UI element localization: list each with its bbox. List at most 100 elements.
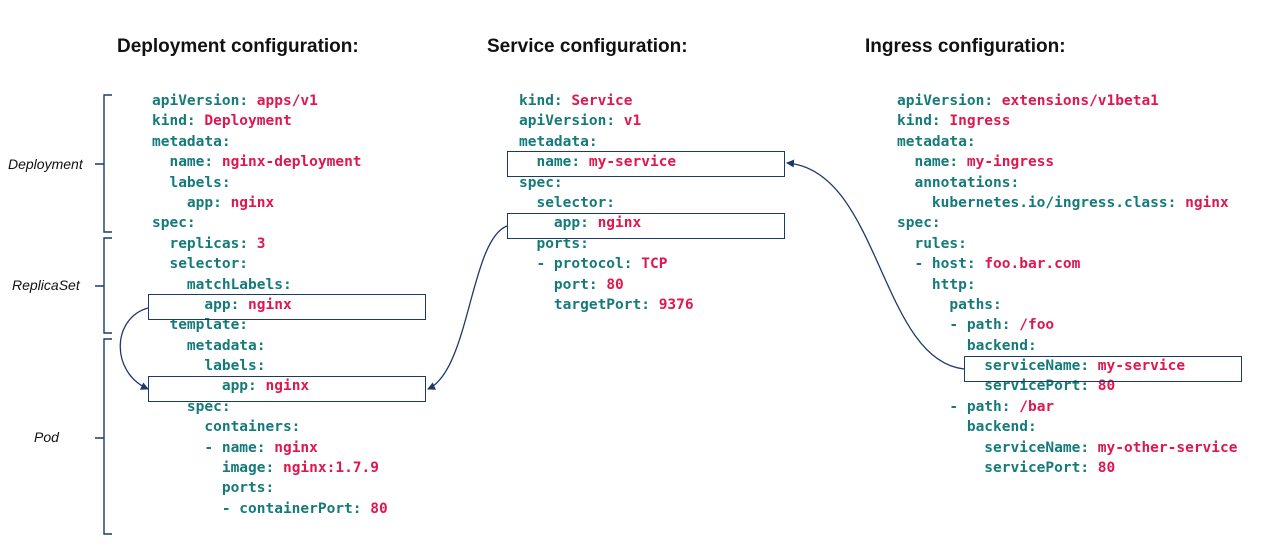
code-line: kubernetes.io/ingress.class: nginx — [897, 193, 1237, 213]
yaml-key: matchLabels: — [152, 276, 292, 293]
pod-bracket — [95, 338, 112, 535]
service-config-heading: Service configuration: — [487, 36, 688, 57]
yaml-key: http: — [897, 276, 976, 293]
yaml-value: /bar — [1019, 398, 1055, 415]
yaml-key: annotations: — [897, 174, 1020, 191]
code-line: selector: — [152, 254, 388, 274]
yaml-key: : — [1080, 378, 1098, 395]
code-line: - protocol: TCP — [519, 254, 694, 274]
ingress-config-heading: Ingress configuration: — [865, 36, 1066, 57]
code-line: - path: /bar — [897, 397, 1237, 417]
yaml-key: : — [588, 276, 607, 293]
yaml-key: apiVersion — [897, 93, 985, 109]
code-line: metadata: — [519, 132, 694, 152]
code-line: matchLabels: — [152, 275, 388, 295]
code-line: replicas: 3 — [152, 234, 388, 254]
yaml-value: Deployment — [204, 113, 292, 130]
code-line: backend: — [897, 336, 1237, 356]
replicaset-bracket — [95, 237, 112, 334]
yaml-value: 3 — [256, 235, 266, 252]
yaml-key: : — [641, 296, 659, 313]
pod-section-label: Pod — [34, 429, 59, 445]
yaml-key: : — [230, 296, 249, 313]
yaml-key: app — [152, 296, 231, 313]
code-line: spec: — [152, 397, 388, 417]
code-line: apiVersion: extensions/v1beta1 — [897, 91, 1237, 111]
code-line: servicePort: 80 — [897, 376, 1237, 396]
ingress-to-service-arrow — [786, 159, 965, 370]
code-line: paths: — [897, 295, 1237, 315]
code-line: kind: Deployment — [152, 111, 388, 131]
yaml-key: : — [1080, 460, 1098, 477]
yaml-key: name — [152, 154, 205, 171]
yaml-key: targetPort — [519, 296, 642, 313]
code-line: name: my-service — [519, 152, 694, 172]
yaml-key: serviceName — [897, 439, 1081, 456]
yaml-value: Service — [571, 93, 633, 109]
code-line: kind: Ingress — [897, 111, 1237, 131]
code-line: serviceName: my-service — [897, 356, 1237, 376]
yaml-key: kind — [152, 113, 187, 130]
yaml-key: - path — [897, 317, 1002, 334]
yaml-key: - containerPort — [152, 500, 353, 517]
code-line: annotations: — [897, 173, 1237, 193]
ingress-servicename-highlight-box — [964, 356, 1242, 382]
yaml-key: : — [606, 113, 624, 130]
yaml-key: : — [239, 235, 257, 252]
code-line: port: 80 — [519, 275, 694, 295]
code-line: spec: — [519, 173, 694, 193]
yaml-key: metadata: — [152, 133, 231, 150]
code-line: kind: Service — [519, 91, 694, 111]
yaml-value: my-other-service — [1097, 439, 1238, 456]
matchlabels-app-highlight-box — [148, 294, 426, 320]
yaml-key: : — [931, 113, 950, 130]
yaml-key: servicePort — [897, 460, 1081, 477]
yaml-key: ports: — [152, 480, 275, 497]
code-line: targetPort: 9376 — [519, 295, 694, 315]
code-line: metadata: — [152, 132, 388, 152]
yaml-key: metadata: — [152, 337, 266, 354]
code-line: metadata: — [897, 132, 1237, 152]
yaml-key: app — [152, 194, 214, 211]
yaml-key: selector: — [152, 256, 249, 273]
yaml-key: template: — [152, 317, 249, 334]
yaml-value: nginx — [230, 194, 275, 211]
yaml-key: backend: — [897, 419, 1037, 436]
yaml-key: apiVersion — [519, 113, 607, 130]
yaml-key: labels: — [152, 358, 266, 375]
code-line: spec: — [152, 213, 388, 233]
yaml-key: - protocol — [519, 256, 624, 273]
yaml-value: 9376 — [658, 296, 694, 313]
code-line: app: nginx — [152, 295, 388, 315]
yaml-key: : — [966, 256, 985, 273]
code-line: - containerPort: 80 — [152, 499, 388, 519]
yaml-key: : — [186, 113, 205, 130]
yaml-key: : — [1080, 439, 1098, 456]
yaml-key: metadata: — [897, 133, 976, 150]
yaml-value: 80 — [1097, 378, 1116, 395]
yaml-key: replicas — [152, 235, 240, 252]
yaml-key: : — [571, 154, 589, 171]
code-line: apiVersion: v1 — [519, 111, 694, 131]
yaml-key: spec: — [519, 174, 563, 191]
yaml-value: nginx:1.7.9 — [282, 460, 379, 477]
yaml-key: serviceName — [897, 358, 1081, 375]
code-line: ports: — [519, 234, 694, 254]
yaml-value: 80 — [1097, 460, 1116, 477]
yaml-value: nginx — [248, 296, 292, 313]
deployment-bracket — [95, 94, 112, 233]
yaml-key: spec: — [152, 398, 231, 415]
yaml-key: kind — [519, 93, 554, 109]
yaml-value: my-ingress — [966, 154, 1055, 171]
yaml-value: 80 — [370, 500, 388, 517]
yaml-value: foo.bar.com — [984, 256, 1081, 273]
code-line: image: nginx:1.7.9 — [152, 458, 388, 478]
yaml-key: : — [553, 93, 572, 109]
code-line: app: nginx — [152, 376, 388, 396]
yaml-value: nginx — [597, 215, 642, 232]
yaml-key: : — [1001, 398, 1020, 415]
yaml-value: 80 — [606, 276, 624, 293]
yaml-key: : — [239, 93, 257, 109]
code-line: servicePort: 80 — [897, 458, 1237, 478]
yaml-key: apiVersion — [152, 93, 240, 109]
